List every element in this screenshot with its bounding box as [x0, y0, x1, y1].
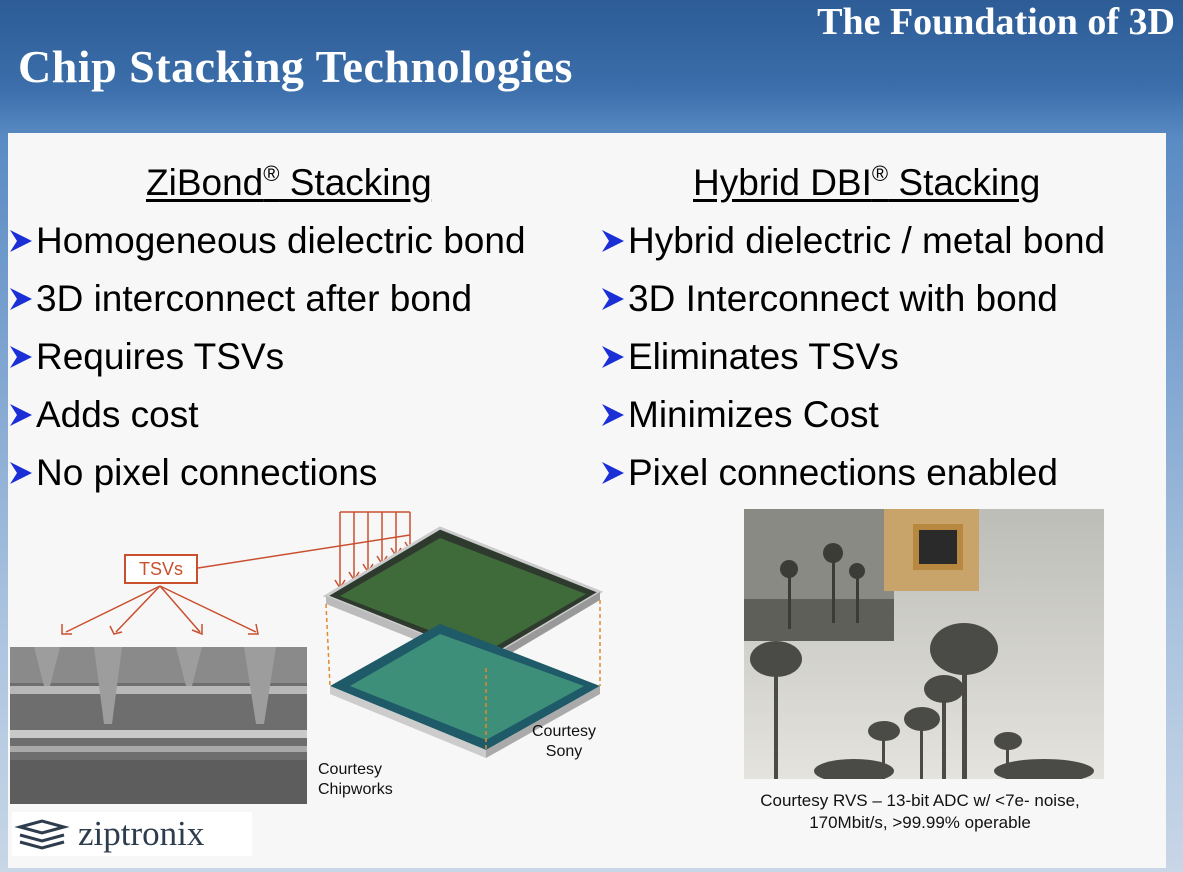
right-bullet-list: Hybrid dielectric / metal bond 3D Interc…	[600, 212, 1105, 502]
bullet-arrow-icon	[10, 346, 32, 368]
tsv-stacking-figure	[10, 511, 604, 804]
left-heading-suffix: Stacking	[279, 162, 432, 203]
sensor-sample-photo	[744, 509, 1104, 779]
list-item: Eliminates TSVs	[600, 328, 1105, 386]
courtesy-sony-caption: Courtesy Sony	[531, 723, 597, 760]
registered-mark: ®	[871, 161, 889, 186]
left-column-heading: ZiBond® Stacking	[146, 162, 432, 204]
list-item: Requires TSVs	[8, 328, 526, 386]
tsv-label: TSVs	[124, 554, 198, 584]
ziptronix-logo-icon	[14, 819, 70, 850]
left-heading-text: ZiBond	[146, 162, 264, 203]
right-heading-text: Hybrid DBI	[693, 162, 872, 203]
left-bullet-list: Homogeneous dielectric bond 3D interconn…	[8, 212, 526, 502]
list-item: 3D interconnect after bond	[8, 270, 526, 328]
courtesy-chipworks-caption: Courtesy Chipworks	[318, 761, 393, 798]
list-item: Homogeneous dielectric bond	[8, 212, 526, 270]
bullet-arrow-icon	[10, 404, 32, 426]
bullet-arrow-icon	[602, 462, 624, 484]
bullet-arrow-icon	[602, 404, 624, 426]
page-title: Chip Stacking Technologies	[18, 41, 573, 92]
ziptronix-logo: ziptronix	[12, 812, 252, 856]
list-item: No pixel connections	[8, 444, 526, 502]
header-subtitle: The Foundation of 3D	[817, 1, 1175, 43]
bullet-arrow-icon	[602, 346, 624, 368]
list-item: Adds cost	[8, 386, 526, 444]
bullet-arrow-icon	[602, 288, 624, 310]
bullet-arrow-icon	[10, 288, 32, 310]
bullet-arrow-icon	[602, 230, 624, 252]
logo-text: ziptronix	[78, 814, 205, 853]
right-column-heading: Hybrid DBI® Stacking	[693, 162, 1040, 204]
list-item: Hybrid dielectric / metal bond	[600, 212, 1105, 270]
rvs-caption: Courtesy RVS – 13-bit ADC w/ <7e- noise,…	[760, 791, 1080, 832]
list-item: 3D Interconnect with bond	[600, 270, 1105, 328]
bullet-arrow-icon	[10, 462, 32, 484]
registered-mark: ®	[263, 161, 280, 186]
right-heading-suffix: Stacking	[888, 162, 1041, 203]
list-item: Minimizes Cost	[600, 386, 1105, 444]
list-item: Pixel connections enabled	[600, 444, 1105, 502]
bullet-arrow-icon	[10, 230, 32, 252]
